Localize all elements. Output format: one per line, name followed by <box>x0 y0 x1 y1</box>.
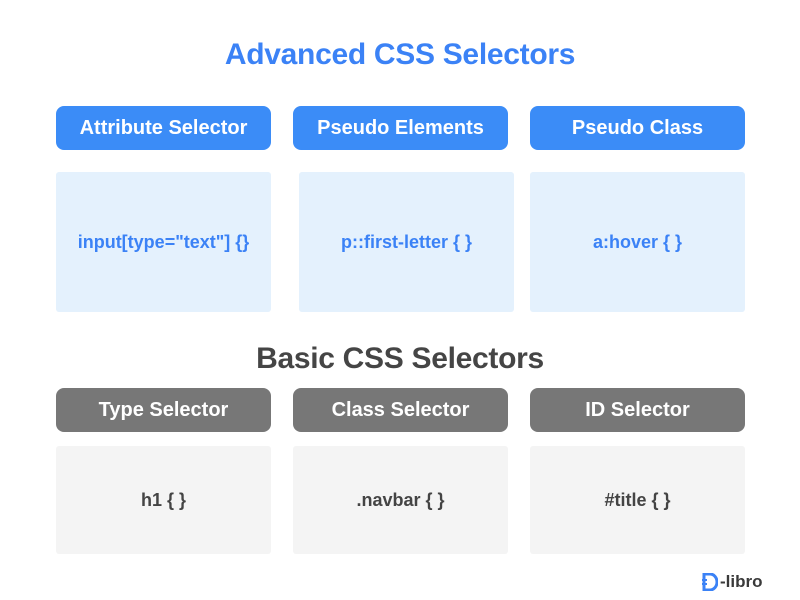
attribute-selector-example: input[type="text"] {} <box>56 172 271 312</box>
d-libro-logo: -libro <box>702 572 763 592</box>
id-selector-example: #title { } <box>530 446 745 554</box>
pseudo-elements-example: p::first-letter { } <box>299 172 514 312</box>
d-libro-logo-icon <box>702 573 718 591</box>
class-selector-label: Class Selector <box>293 388 508 432</box>
d-libro-logo-text: -libro <box>720 572 763 591</box>
type-selector-label: Type Selector <box>56 388 271 432</box>
basic-section-title: Basic CSS Selectors <box>256 342 544 375</box>
id-selector-label: ID Selector <box>530 388 745 432</box>
pseudo-elements-label: Pseudo Elements <box>293 106 508 150</box>
class-selector-example: .navbar { } <box>293 446 508 554</box>
type-selector-example: h1 { } <box>56 446 271 554</box>
pseudo-class-label: Pseudo Class <box>530 106 745 150</box>
pseudo-class-example: a:hover { } <box>530 172 745 312</box>
advanced-section-title: Advanced CSS Selectors <box>224 38 576 71</box>
attribute-selector-label: Attribute Selector <box>56 106 271 150</box>
